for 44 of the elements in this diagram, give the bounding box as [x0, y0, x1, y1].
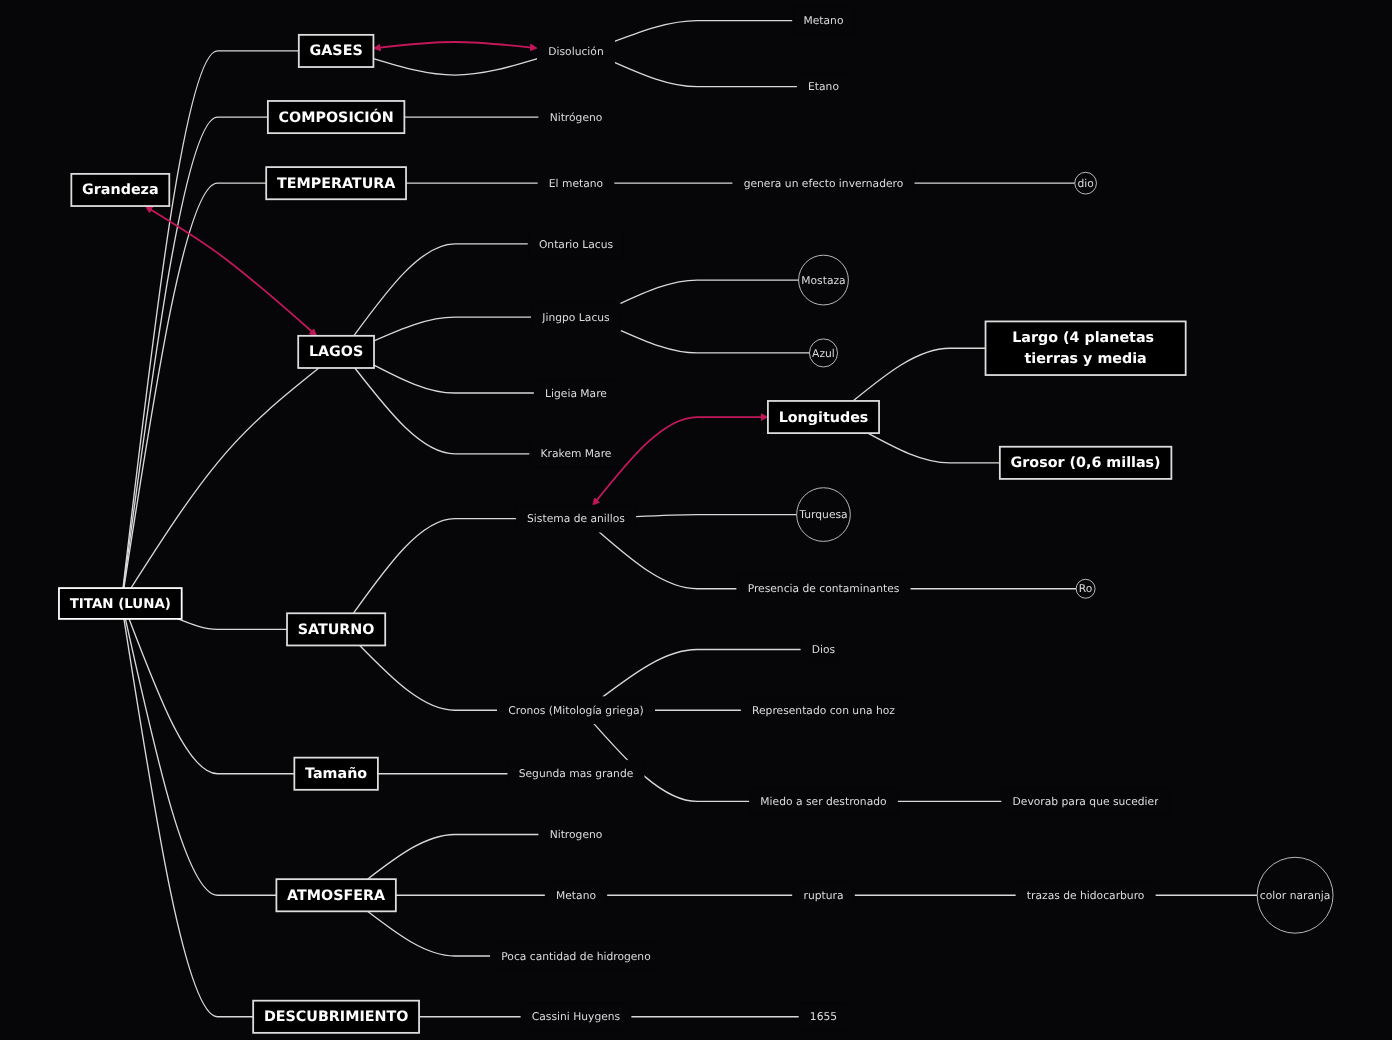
connector	[124, 618, 278, 896]
connector	[852, 347, 987, 402]
connector	[352, 517, 517, 614]
connector	[593, 723, 751, 803]
connector	[354, 367, 531, 455]
connector	[130, 367, 320, 589]
arrow	[373, 41, 538, 52]
connector	[373, 316, 533, 342]
connector	[377, 773, 509, 775]
connector	[372, 57, 539, 76]
connector	[630, 1016, 800, 1018]
connector	[613, 61, 798, 88]
connector	[366, 910, 492, 957]
connector	[653, 709, 742, 711]
arrow	[592, 413, 769, 506]
connector	[403, 116, 540, 118]
connector	[853, 894, 1017, 896]
connector	[606, 894, 794, 896]
connector	[635, 513, 798, 518]
connector	[867, 432, 1001, 464]
connector	[613, 182, 734, 184]
connector	[353, 243, 529, 337]
connector	[122, 116, 269, 589]
connector	[405, 182, 539, 184]
connector	[128, 618, 295, 775]
connector	[613, 19, 794, 42]
connector	[123, 618, 254, 1018]
connector	[619, 279, 800, 305]
connector	[909, 588, 1077, 590]
arrow	[145, 205, 318, 337]
connector	[373, 364, 535, 394]
connector	[598, 531, 738, 590]
connector	[395, 894, 546, 896]
connector	[896, 800, 1003, 803]
connector	[122, 50, 300, 589]
connector	[123, 182, 267, 589]
connector	[366, 833, 540, 880]
connector	[1154, 894, 1258, 896]
connector	[177, 618, 288, 631]
connector	[602, 648, 802, 698]
connector	[619, 329, 811, 354]
connector	[359, 644, 499, 711]
connector	[418, 1016, 522, 1018]
connector	[913, 182, 1076, 184]
